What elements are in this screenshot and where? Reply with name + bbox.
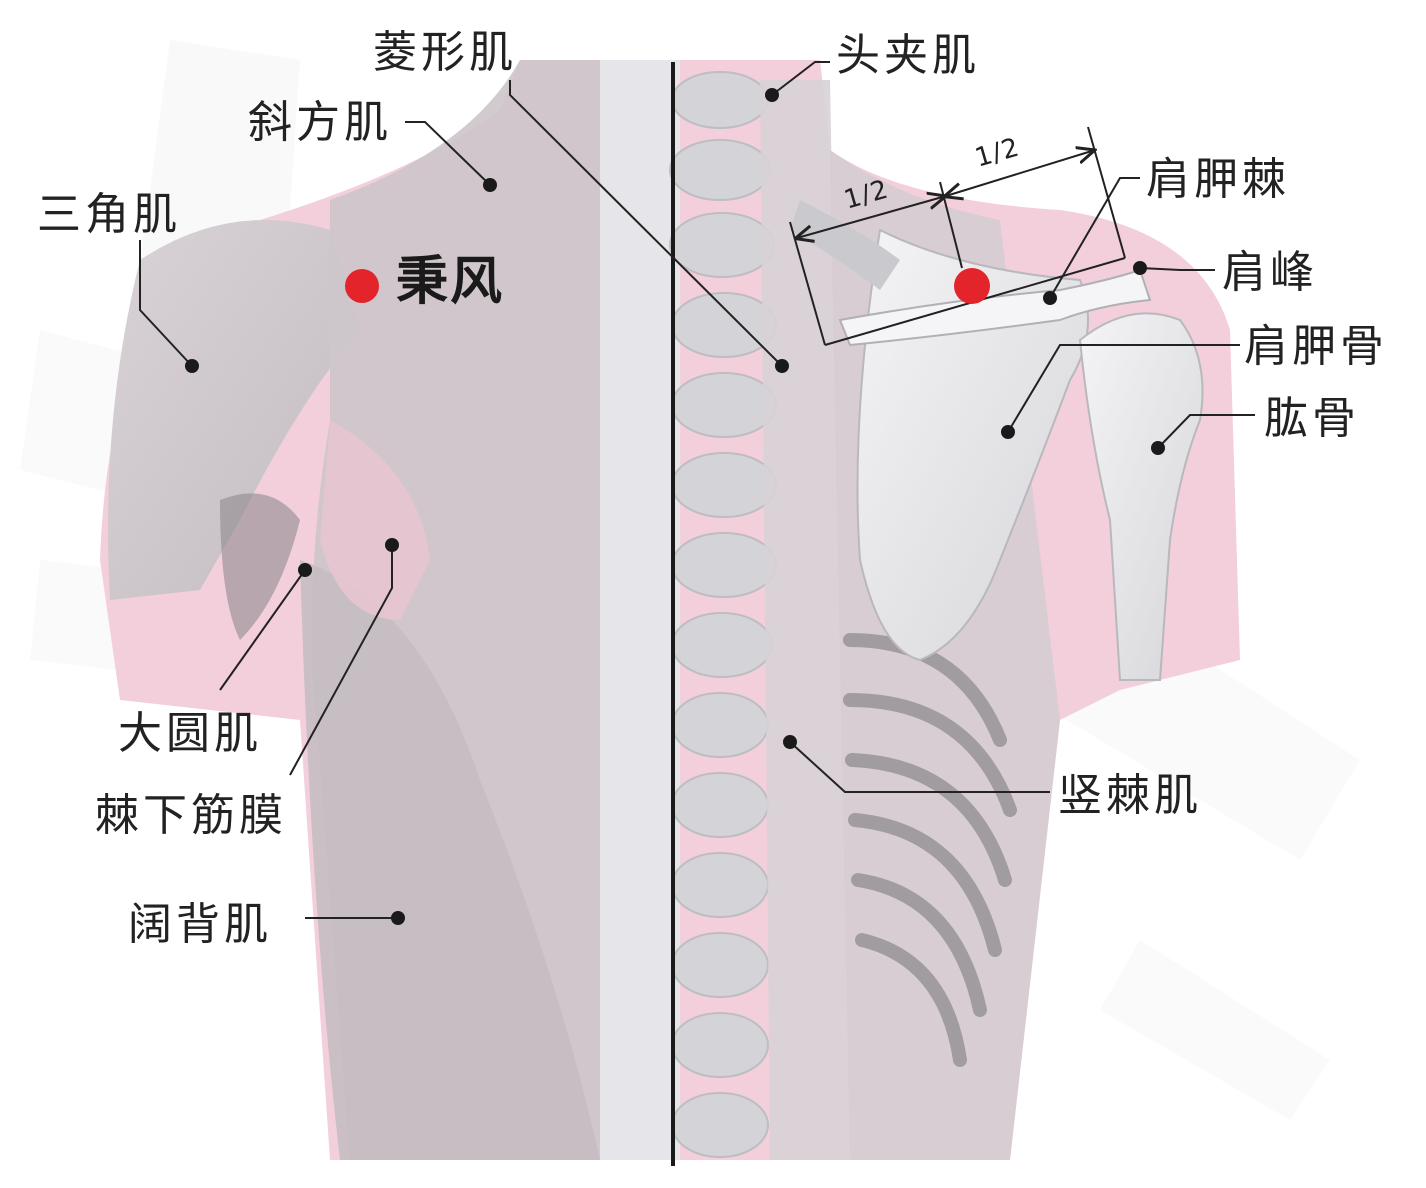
leader-infraspinous bbox=[289, 545, 393, 776]
label-teres-major: 大圆肌 bbox=[118, 708, 262, 759]
label-rhomboid: 菱形肌 bbox=[373, 27, 517, 78]
leader-erector bbox=[789, 741, 1050, 793]
leader-endpoints bbox=[185, 88, 1165, 925]
acupoint-marker-right bbox=[954, 268, 990, 304]
leader-splenius bbox=[771, 61, 830, 96]
erector-spinae-muscle bbox=[760, 80, 850, 1160]
label-infraspinous-fascia: 棘下筋膜 bbox=[95, 790, 287, 841]
arrow-left-half bbox=[797, 196, 946, 238]
humerus-bone bbox=[1078, 312, 1204, 681]
leader-teres-major bbox=[219, 569, 306, 691]
arrow-right-half bbox=[946, 150, 1095, 196]
label-trapezius: 斜方肌 bbox=[248, 97, 392, 148]
leader-scapula bbox=[1007, 344, 1240, 433]
label-latissimus: 阔背肌 bbox=[128, 899, 272, 950]
label-scapula: 肩胛骨 bbox=[1244, 321, 1388, 372]
acupoint-marker-left bbox=[345, 269, 379, 303]
label-scapular-spine: 肩胛棘 bbox=[1146, 154, 1290, 205]
infraspinous-fascia-area bbox=[320, 420, 430, 620]
label-splenius: 头夹肌 bbox=[836, 30, 980, 81]
leader-trapezius bbox=[405, 121, 491, 186]
leader-deltoid bbox=[139, 240, 193, 367]
label-acupoint: 秉风 bbox=[396, 252, 505, 312]
label-deltoid: 三角肌 bbox=[37, 189, 181, 240]
label-erector-spinae: 竖棘肌 bbox=[1058, 770, 1202, 821]
leader-humerus bbox=[1157, 414, 1255, 449]
deltoid-muscle bbox=[108, 220, 360, 600]
leader-scapular-spine bbox=[1049, 177, 1140, 299]
armpit-shadow bbox=[220, 493, 300, 640]
spine-column bbox=[600, 60, 680, 1160]
label-humerus: 肱骨 bbox=[1264, 393, 1360, 444]
leader-rhomboid bbox=[509, 80, 783, 367]
leader-lines bbox=[139, 61, 1255, 919]
leader-acromion bbox=[1139, 267, 1215, 271]
label-acromion: 肩峰 bbox=[1222, 247, 1318, 298]
latissimus-muscle bbox=[300, 560, 600, 1160]
